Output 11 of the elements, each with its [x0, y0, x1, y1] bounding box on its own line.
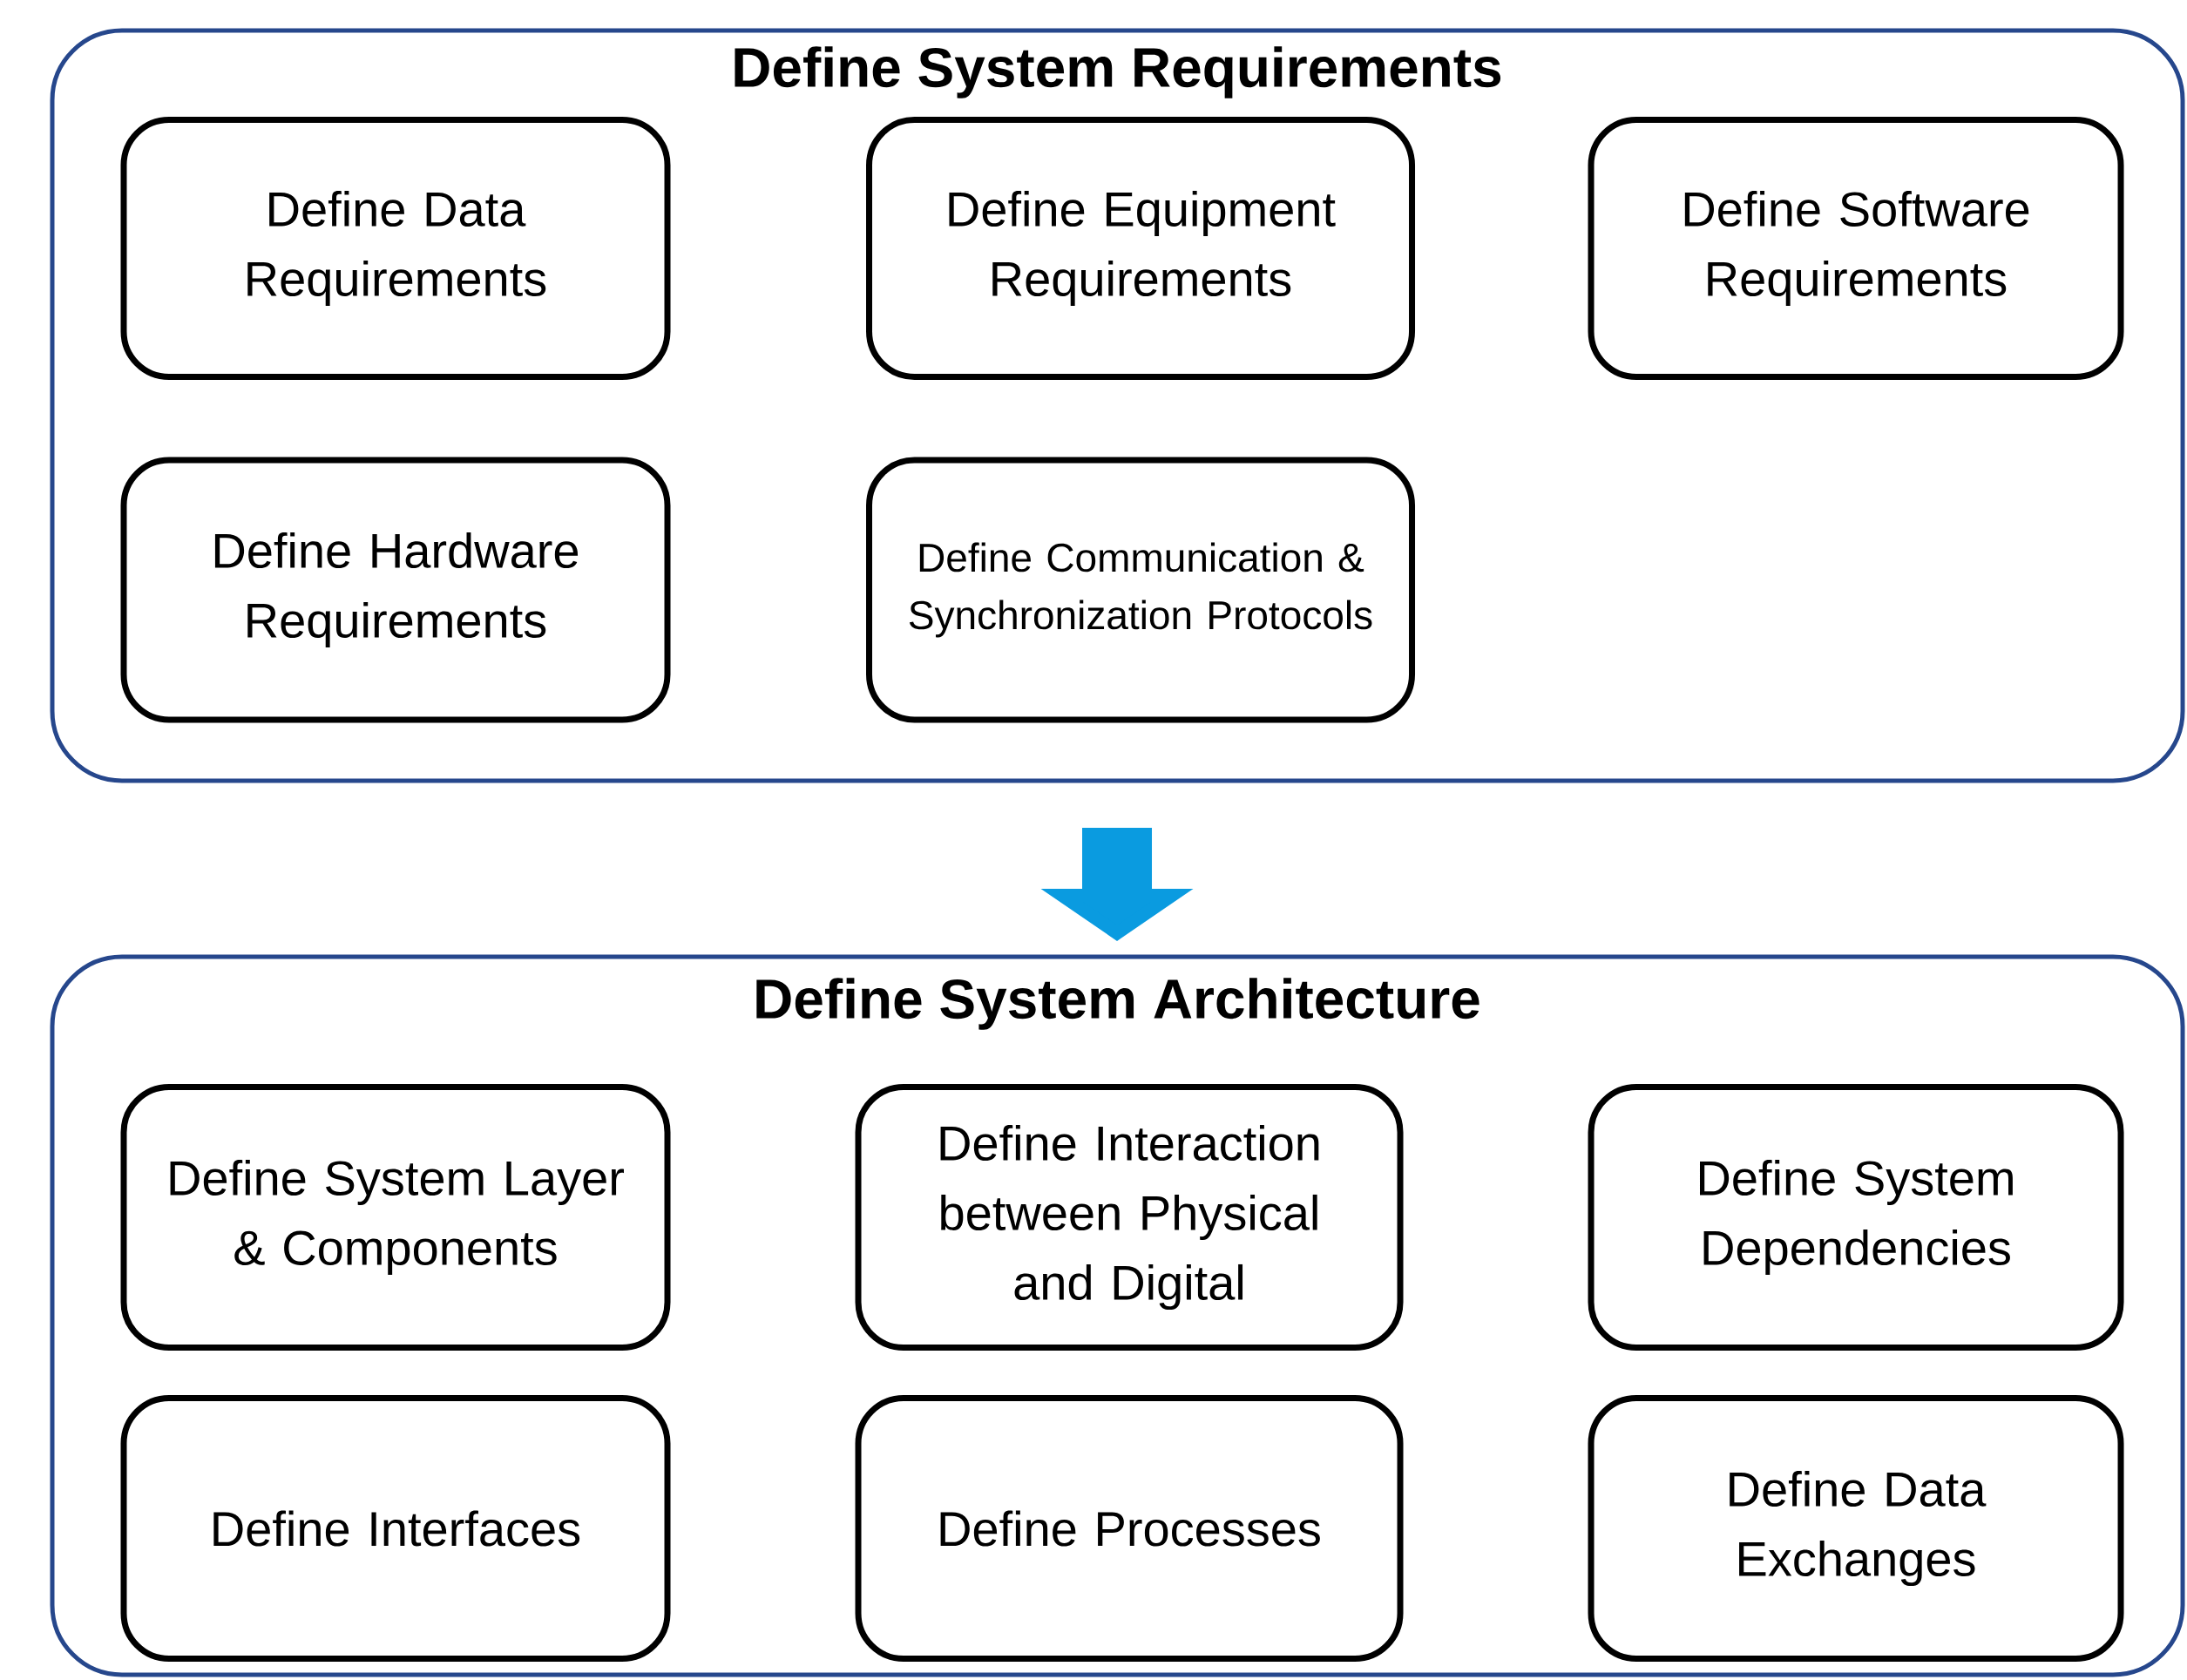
process-box: Define Software Requirements [1588, 117, 2124, 380]
process-box: Define System Layer & Components [120, 1084, 671, 1351]
process-box: Define Interfaces [120, 1395, 671, 1662]
process-box: Define Data Requirements [120, 117, 671, 380]
process-box: Define Interaction between Physical and Digital [855, 1084, 1404, 1351]
process-box: Define Equipment Requirements [866, 117, 1415, 380]
process-box: Define Communication & Synchronization Protocols [866, 457, 1415, 723]
process-box: Define Hardware Requirements [120, 457, 671, 723]
process-box: Define Data Exchanges [1588, 1395, 2124, 1662]
process-box: Define System Dependencies [1588, 1084, 2124, 1351]
process-box: Define Processes [855, 1395, 1404, 1662]
